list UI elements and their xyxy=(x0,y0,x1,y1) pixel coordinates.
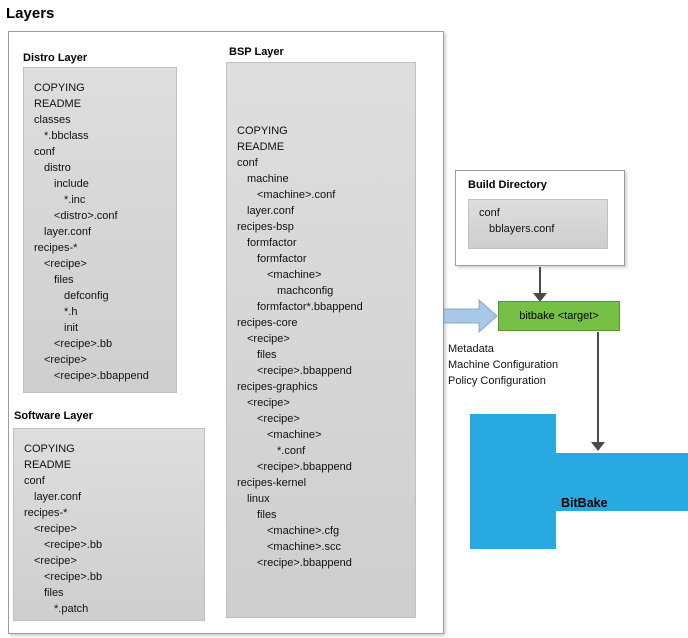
file-tree-item: bblayers.conf xyxy=(489,223,555,235)
file-tree-item: layer.conf xyxy=(44,226,92,238)
distro-layer-box: COPYING README classes *.bbclass conf distro i… xyxy=(23,67,177,393)
layers-container: Distro Layer COPYING README classes *.bbcla… xyxy=(8,31,444,634)
file-tree-item: recipes-bsp xyxy=(237,221,294,233)
file-tree-item: <machine>.conf xyxy=(257,189,336,201)
file-tree-item: formfactor*.bbappend xyxy=(257,301,363,313)
file-tree-item: machine xyxy=(247,173,289,185)
file-tree-item: *.bbclass xyxy=(44,130,89,142)
down-arrow-icon xyxy=(591,332,605,451)
file-tree-item: defconfig xyxy=(64,290,109,302)
file-tree-item: recipes-core xyxy=(237,317,298,329)
file-tree-item: layer.conf xyxy=(34,491,82,503)
software-layer-box: COPYING README conf layer.conf recipes-* <rec… xyxy=(13,428,205,621)
bsp-layer-box: COPYING README conf machine <machine>.conf la… xyxy=(226,62,416,618)
bitbake-shape-vertical xyxy=(470,414,556,549)
file-tree-item: <machine>.scc xyxy=(267,541,341,553)
file-tree-item: conf xyxy=(237,157,258,169)
build-directory-box: Build Directory conf bblayers.conf xyxy=(455,170,625,266)
build-directory-label: Build Directory xyxy=(468,179,547,191)
build-directory-files-box: conf bblayers.conf xyxy=(468,199,608,249)
file-tree-item: <recipe>.bbappend xyxy=(54,370,149,382)
file-tree-item: formfactor xyxy=(257,253,307,265)
file-tree-item: <recipe>.bb xyxy=(44,539,103,551)
file-tree-item: <recipe>.bbappend xyxy=(257,365,352,377)
file-tree-item: <recipe>.bbappend xyxy=(257,557,352,569)
file-tree-item: <machine>.cfg xyxy=(267,525,340,537)
file-tree-item: recipes-* xyxy=(34,242,78,254)
file-tree-item: linux xyxy=(247,493,270,505)
file-tree-item: <recipe> xyxy=(34,523,77,535)
file-tree-item: README xyxy=(237,141,285,153)
file-tree-item: machconfig xyxy=(277,285,334,297)
bsp-layer-label: BSP Layer xyxy=(229,46,284,58)
software-layer-label: Software Layer xyxy=(14,410,93,422)
down-arrow-icon xyxy=(533,267,547,302)
file-tree-item: files xyxy=(44,587,64,599)
file-tree-item: <recipe> xyxy=(34,555,77,567)
bitbake-target-label: bitbake <target> xyxy=(519,310,599,322)
file-tree-item: include xyxy=(54,178,89,190)
file-tree-item: conf xyxy=(24,475,45,487)
file-tree-item: formfactor xyxy=(247,237,297,249)
file-tree-item: files xyxy=(54,274,74,286)
page-title: Layers xyxy=(6,5,55,22)
file-tree-item: init xyxy=(64,322,79,334)
metadata-note-line: Metadata xyxy=(448,343,494,355)
file-tree-item: <recipe> xyxy=(247,333,290,345)
file-tree-item: recipes-* xyxy=(24,507,68,519)
bitbake-label: BitBake xyxy=(561,496,608,510)
metadata-note-line: Policy Configuration xyxy=(448,375,546,387)
file-tree-item: COPYING xyxy=(34,82,85,94)
file-tree-item: <distro>.conf xyxy=(54,210,118,222)
file-tree-item: recipes-graphics xyxy=(237,381,318,393)
file-tree-item: README xyxy=(34,98,82,110)
file-tree-item: distro xyxy=(44,162,71,174)
file-tree-item: *.conf xyxy=(277,445,306,457)
file-tree-item: files xyxy=(257,349,277,361)
metadata-note-line: Machine Configuration xyxy=(448,359,559,371)
file-tree-item: <recipe>.bb xyxy=(54,338,113,350)
file-tree-item: *.h xyxy=(64,306,78,318)
file-tree-item: files xyxy=(257,509,277,521)
file-tree-item: conf xyxy=(34,146,55,158)
file-tree-item: <machine> xyxy=(267,269,322,281)
file-tree-item: <recipe> xyxy=(44,354,87,366)
file-tree-item: conf xyxy=(479,207,500,219)
file-tree-item: *.inc xyxy=(64,194,86,206)
file-tree-item: <recipe> xyxy=(44,258,87,270)
file-tree-item: classes xyxy=(34,114,71,126)
file-tree-item: <machine> xyxy=(267,429,322,441)
file-tree-item: *.patch xyxy=(54,603,89,615)
bitbake-target-box: bitbake <target> xyxy=(498,301,620,331)
distro-layer-label: Distro Layer xyxy=(23,52,88,64)
file-tree-item: recipes-kernel xyxy=(237,477,307,489)
file-tree-item: layer.conf xyxy=(247,205,295,217)
block-arrow-icon xyxy=(443,298,498,334)
file-tree-item: <recipe>.bb xyxy=(44,571,103,583)
file-tree-item: <recipe> xyxy=(257,413,300,425)
file-tree-item: COPYING xyxy=(237,125,288,137)
file-tree-item: <recipe>.bbappend xyxy=(257,461,352,473)
file-tree-item: <recipe> xyxy=(247,397,290,409)
bitbake-shape-horizontal xyxy=(555,453,688,511)
file-tree-item: COPYING xyxy=(24,443,75,455)
file-tree-item: README xyxy=(24,459,72,471)
